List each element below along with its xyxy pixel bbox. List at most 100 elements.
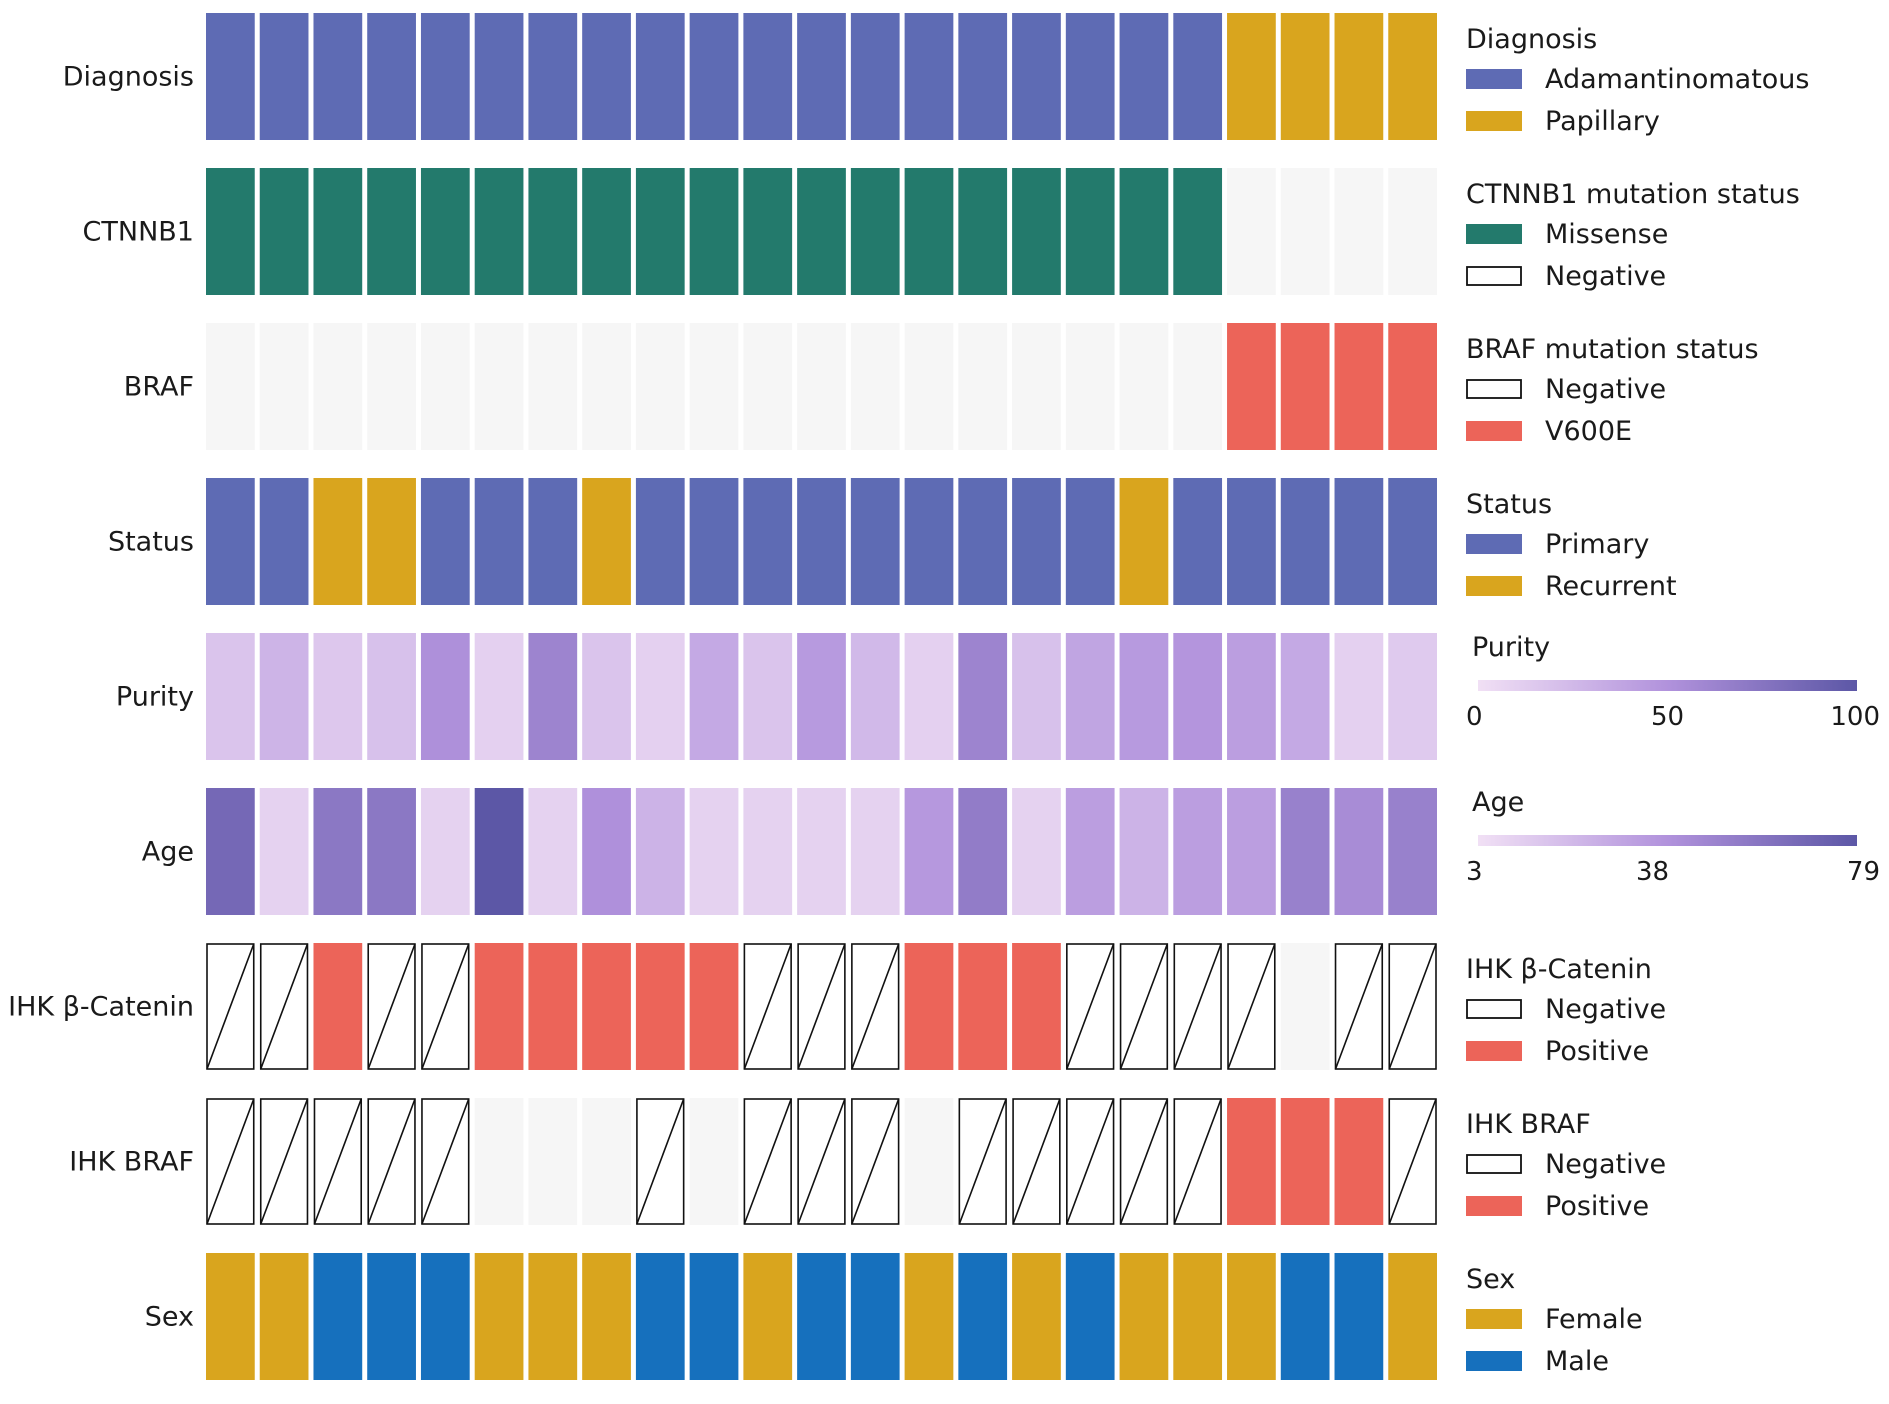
cell-age-1: [206, 788, 255, 915]
cell-ihk-catenin-4: [367, 943, 416, 1070]
cell-ihk-catenin-19: [1173, 943, 1222, 1070]
cell-ihk-braf-22: [1334, 1098, 1384, 1225]
cell-braf-13: [850, 323, 900, 450]
cell-diagnosis-14: [904, 13, 954, 140]
cell-sex-22: [1334, 1253, 1384, 1380]
cell-age-8: [582, 788, 631, 915]
cell-ctnnb1-8: [582, 168, 631, 295]
legend-swatch-braf-negative: [1466, 379, 1522, 399]
cell-ctnnb1-14: [904, 168, 954, 295]
cell-sex-6: [474, 1253, 524, 1380]
cell-ihk-catenin-10: [689, 943, 739, 1070]
cell-status-1: [206, 478, 255, 605]
legend-tick-purity-50: 50: [1651, 702, 1684, 732]
cell-ihk-braf-17: [1066, 1098, 1115, 1225]
cell-ihk-braf-7: [528, 1098, 578, 1225]
cell-age-4: [367, 788, 416, 915]
cell-diagnosis-11: [743, 13, 793, 140]
cell-ctnnb1-7: [528, 168, 578, 295]
cell-ctnnb1-5: [420, 168, 470, 295]
legend-title-ihk-catenin: IHK β-Catenin: [1466, 954, 1652, 985]
legend-swatch-ihk-braf-negative: [1466, 1154, 1522, 1174]
cell-sex-21: [1280, 1253, 1330, 1380]
cell-status-4: [367, 478, 416, 605]
legend-title-ctnnb1: CTNNB1 mutation status: [1466, 179, 1800, 210]
cell-ihk-catenin-16: [1012, 943, 1061, 1070]
legend-swatch-braf-v600e: [1466, 421, 1522, 441]
cell-sex-18: [1119, 1253, 1169, 1380]
cell-braf-12: [797, 323, 846, 450]
cell-ihk-braf-21: [1280, 1098, 1330, 1225]
cell-sex-23: [1388, 1253, 1437, 1380]
cell-status-20: [1227, 478, 1276, 605]
cell-ihk-catenin-11: [743, 943, 792, 1070]
legend-label-ctnnb1-missense: Missense: [1545, 219, 1668, 250]
cell-ctnnb1-6: [474, 168, 524, 295]
heatmap-cells: [206, 13, 1437, 1380]
cell-ihk-braf-14: [904, 1098, 954, 1225]
cell-ihk-braf-10: [689, 1098, 739, 1225]
legend-title-status: Status: [1466, 489, 1552, 520]
legend-label-ihk-catenin-positive: Positive: [1545, 1036, 1649, 1067]
legend-tick-purity-100: 100: [1830, 702, 1880, 732]
cell-ihk-catenin-6: [474, 943, 524, 1070]
cell-diagnosis-5: [420, 13, 470, 140]
legend-title-age: Age: [1472, 787, 1524, 818]
cell-diagnosis-23: [1388, 13, 1437, 140]
cell-age-21: [1280, 788, 1330, 915]
cell-braf-20: [1227, 323, 1276, 450]
cell-ihk-catenin-23: [1388, 943, 1437, 1070]
cell-ihk-braf-20: [1227, 1098, 1276, 1225]
legend-label-status-recurrent: Recurrent: [1545, 571, 1677, 602]
legend-label-braf-v600e: V600E: [1545, 416, 1632, 447]
legend-label-ihk-braf-negative: Negative: [1545, 1149, 1666, 1180]
cell-braf-21: [1280, 323, 1330, 450]
cell-ihk-braf-15: [958, 1098, 1007, 1225]
cell-sex-17: [1065, 1253, 1115, 1380]
cell-braf-15: [958, 323, 1008, 450]
cell-purity-6: [474, 633, 524, 760]
cell-ihk-catenin-12: [797, 943, 846, 1070]
cell-age-12: [797, 788, 846, 915]
cell-sex-13: [850, 1253, 900, 1380]
cell-ihk-catenin-17: [1066, 943, 1115, 1070]
cell-diagnosis-17: [1065, 13, 1115, 140]
cell-diagnosis-16: [1012, 13, 1061, 140]
legend-label-sex-male: Male: [1545, 1346, 1609, 1377]
cell-status-16: [1012, 478, 1061, 605]
cell-age-3: [313, 788, 363, 915]
cell-ihk-braf-5: [421, 1098, 470, 1225]
cell-age-13: [850, 788, 900, 915]
cell-sex-5: [420, 1253, 470, 1380]
legend-swatch-ihk-catenin-negative: [1466, 999, 1522, 1019]
cell-status-23: [1388, 478, 1437, 605]
cell-braf-5: [420, 323, 470, 450]
cell-ctnnb1-20: [1227, 168, 1276, 295]
cell-age-6: [474, 788, 524, 915]
cell-age-15: [958, 788, 1008, 915]
cell-purity-13: [850, 633, 900, 760]
cell-ihk-catenin-15: [958, 943, 1008, 1070]
cell-ihk-braf-4: [367, 1098, 416, 1225]
cell-purity-9: [635, 633, 685, 760]
legend-tick-age-38: 38: [1636, 857, 1669, 887]
cell-ctnnb1-17: [1065, 168, 1115, 295]
cell-ihk-braf-6: [474, 1098, 524, 1225]
cell-braf-2: [259, 323, 309, 450]
cell-sex-1: [206, 1253, 255, 1380]
legend-label-diagnosis-adamantinomatous: Adamantinomatous: [1545, 64, 1810, 95]
cell-status-14: [904, 478, 954, 605]
cell-status-6: [474, 478, 524, 605]
cell-ctnnb1-1: [206, 168, 255, 295]
cell-purity-14: [904, 633, 954, 760]
cell-ihk-catenin-20: [1227, 943, 1276, 1070]
cell-diagnosis-1: [206, 13, 255, 140]
cell-ihk-catenin-13: [851, 943, 900, 1070]
cell-braf-19: [1173, 323, 1223, 450]
cell-sex-4: [367, 1253, 416, 1380]
cell-status-9: [635, 478, 685, 605]
